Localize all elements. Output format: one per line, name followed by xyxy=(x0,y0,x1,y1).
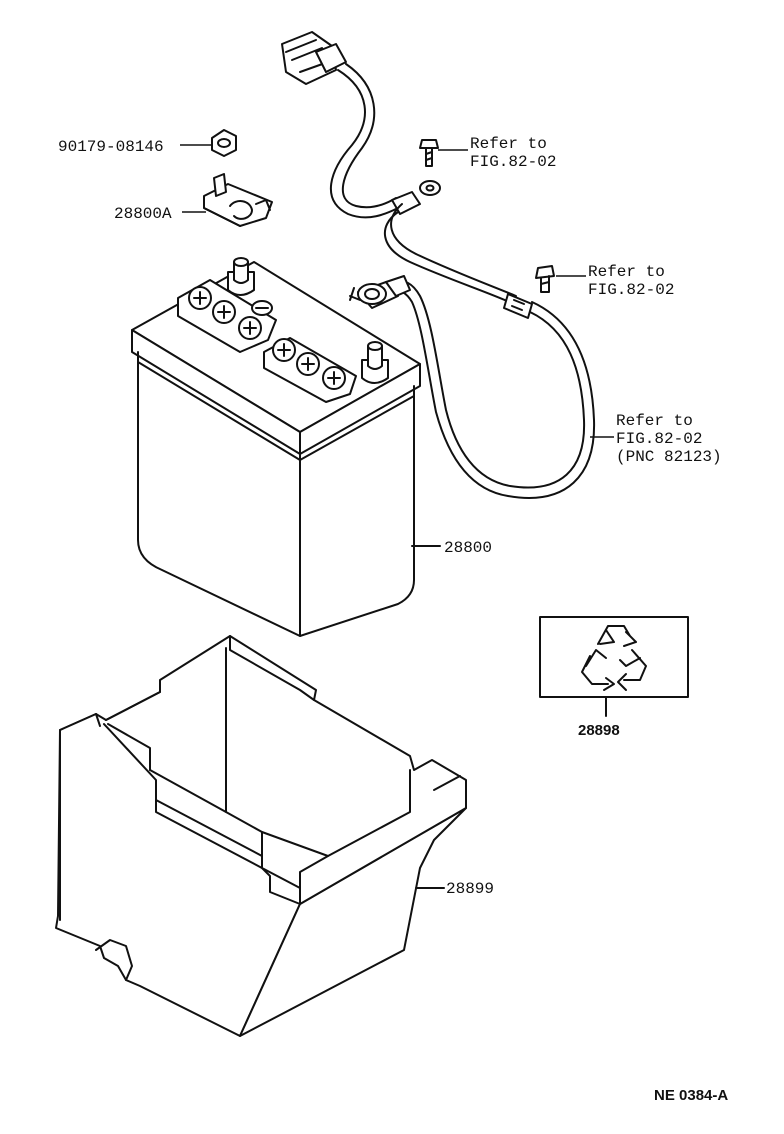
battery-tray-28899 xyxy=(55,635,467,1037)
label-bolt-part: 90179-08146 xyxy=(58,138,164,156)
clamp-28800a xyxy=(203,173,273,227)
drawing-code: NE 0384-A xyxy=(654,1087,728,1104)
battery-28800 xyxy=(131,257,441,637)
recycle-icon xyxy=(581,625,647,691)
label-clamp-part: 28800A xyxy=(114,205,172,223)
label-battery-part: 28800 xyxy=(444,539,492,557)
label-ref3-line2: FIG.82-02 xyxy=(616,430,702,448)
wiring-harness xyxy=(281,31,596,499)
ref-bolt-1 xyxy=(419,139,439,167)
label-ref1-line1: Refer to xyxy=(470,135,547,153)
label-ref2-line1: Refer to xyxy=(588,263,665,281)
recycle-label-28898 xyxy=(539,616,689,717)
label-ref1-line2: FIG.82-02 xyxy=(470,153,556,171)
label-tray-part: 28899 xyxy=(446,880,494,898)
label-recycle-part: 28898 xyxy=(578,722,620,739)
label-ref3-line1: Refer to xyxy=(616,412,693,430)
leader-lines xyxy=(180,144,614,438)
label-ref2-line2: FIG.82-02 xyxy=(588,281,674,299)
label-ref3-line3: (PNC 82123) xyxy=(616,448,722,466)
nut-90179-08146 xyxy=(211,129,237,157)
ref-bolt-2 xyxy=(535,265,555,293)
